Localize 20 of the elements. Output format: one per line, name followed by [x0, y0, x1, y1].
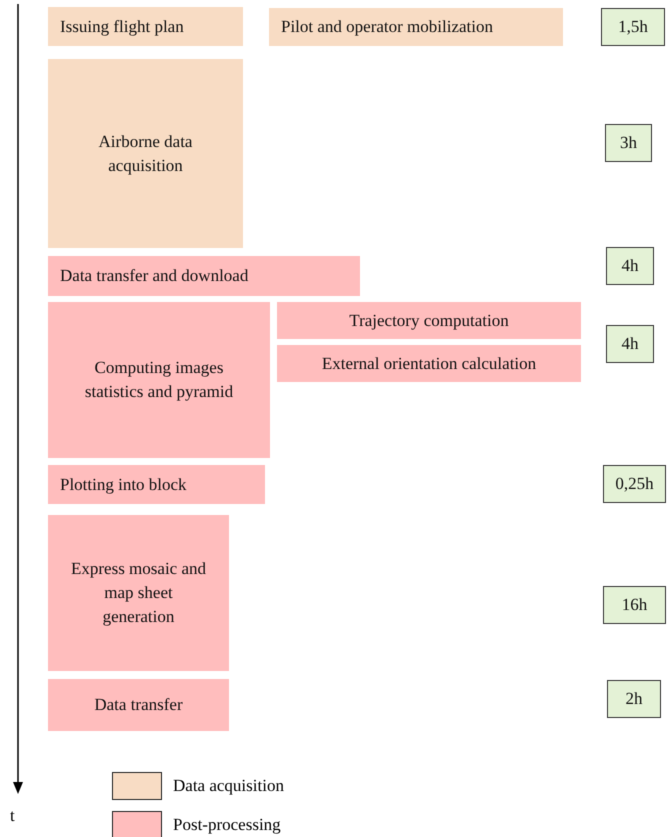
duration-box: 3h: [605, 124, 652, 162]
legend-label: Post-processing: [173, 815, 281, 835]
axis-label: t: [10, 806, 15, 826]
duration-box: 4h: [606, 247, 654, 285]
task-box: Airborne data acquisition: [48, 59, 243, 248]
duration-box: 2h: [607, 680, 661, 718]
task-box: Computing images statistics and pyramid: [48, 302, 270, 458]
legend-label: Data acquisition: [173, 776, 284, 796]
task-box: Data transfer and download: [48, 256, 360, 296]
duration-box: 4h: [606, 325, 654, 363]
task-box: Express mosaic and map sheet generation: [48, 515, 229, 671]
duration-box: 16h: [603, 586, 666, 624]
task-box: External orientation calculation: [277, 345, 581, 382]
duration-box: 0,25h: [603, 465, 666, 503]
task-box: Trajectory computation: [277, 302, 581, 339]
duration-box: 1,5h: [601, 8, 665, 46]
task-box: Plotting into block: [48, 465, 265, 504]
task-box: Pilot and operator mobilization: [269, 8, 563, 46]
task-box: Data transfer: [48, 679, 229, 731]
task-box: Issuing flight plan: [48, 7, 243, 46]
